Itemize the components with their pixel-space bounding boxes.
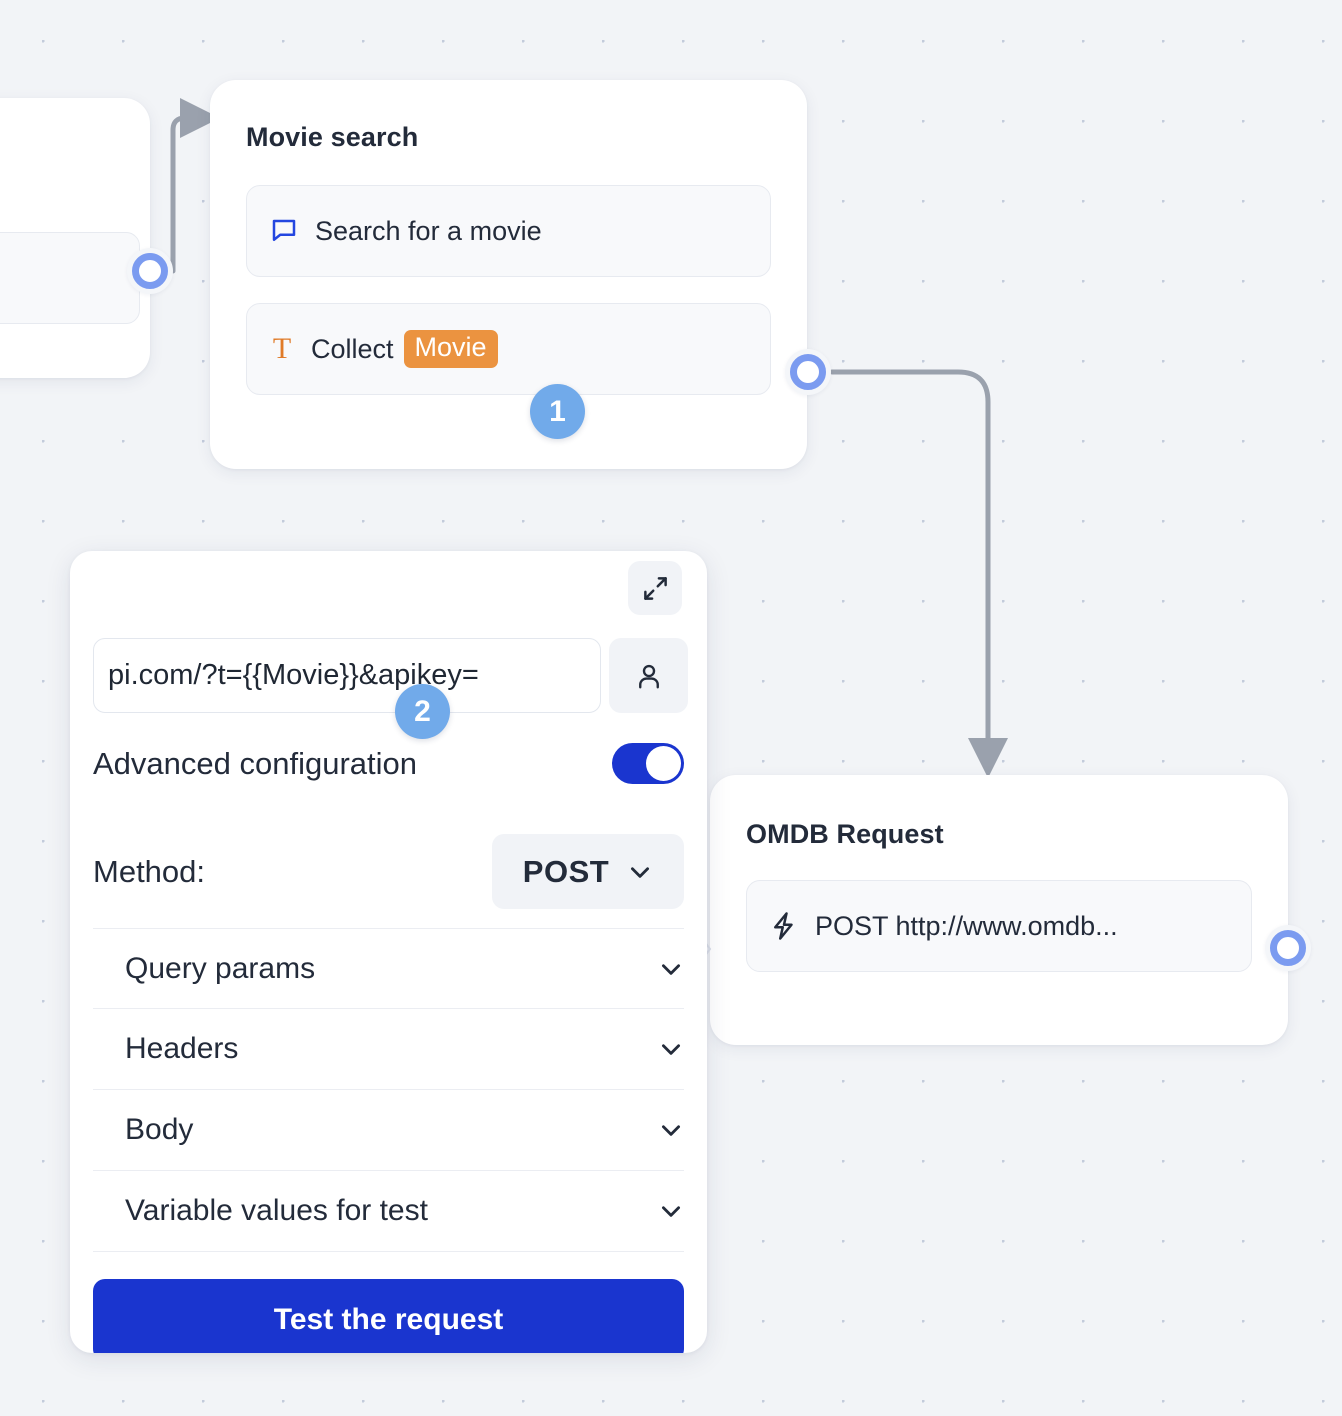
- node-row-label: POST http://www.omdb...: [815, 910, 1118, 941]
- expand-diagonal-icon-button[interactable]: [628, 561, 682, 615]
- lightning-bolt-icon: [769, 911, 799, 941]
- advanced-configuration-row: Advanced configuration: [93, 743, 684, 784]
- variable-chip-movie[interactable]: Movie: [403, 330, 498, 368]
- section-query-params[interactable]: Query params: [93, 928, 684, 1009]
- step-badge-2: 2: [395, 684, 450, 739]
- text-field-icon: T: [272, 332, 292, 365]
- section-headers[interactable]: Headers: [93, 1009, 684, 1090]
- chevron-down-icon[interactable]: [658, 1198, 684, 1224]
- request-config-panel[interactable]: pi.com/?t={{Movie}}&apikey= Advanced con…: [70, 551, 707, 1353]
- chevron-down-icon[interactable]: [658, 1036, 684, 1062]
- node-row-collect-movie[interactable]: T Collect Movie: [246, 303, 771, 395]
- advanced-configuration-toggle[interactable]: [612, 743, 684, 784]
- connection-handle-movie-search-output[interactable]: [785, 349, 831, 395]
- step-badge-1: 1: [530, 384, 585, 439]
- method-label: Method:: [93, 853, 206, 889]
- connection-handle-omdb-output[interactable]: [1265, 925, 1311, 971]
- node-movie-search-title: Movie search: [246, 122, 419, 152]
- chevron-down-icon[interactable]: [658, 1117, 684, 1143]
- node-row-post-request[interactable]: POST http://www.omdb...: [746, 880, 1252, 972]
- method-select[interactable]: POST: [492, 834, 684, 909]
- chevron-down-icon[interactable]: [658, 956, 684, 982]
- node-partial-row[interactable]: [0, 232, 140, 324]
- request-sections-accordion: Query params Headers Body Variable value…: [93, 928, 684, 1252]
- test-the-request-button[interactable]: Test the request: [93, 1279, 684, 1353]
- method-row: Method: POST: [93, 834, 684, 909]
- chevron-down-icon: [631, 866, 650, 878]
- node-movie-search[interactable]: Movie search Search for a movie T Collec…: [210, 80, 807, 469]
- node-omdb-request[interactable]: OMDB Request POST http://www.omdb...: [694, 775, 1288, 1045]
- section-label: Headers: [125, 1032, 239, 1065]
- advanced-configuration-label: Advanced configuration: [93, 745, 418, 781]
- person-icon-button[interactable]: [609, 638, 688, 713]
- message-icon: [269, 216, 299, 246]
- section-label: Body: [125, 1113, 194, 1146]
- node-row-label: Collect Movie: [311, 330, 498, 368]
- collect-label: Collect: [311, 333, 394, 364]
- section-variable-values-for-test[interactable]: Variable values for test: [93, 1171, 684, 1252]
- node-row-search-for-a-movie[interactable]: Search for a movie: [246, 185, 771, 277]
- section-label: Variable values for test: [125, 1194, 428, 1227]
- method-value: POST: [522, 853, 610, 889]
- node-row-label: Search for a movie: [315, 215, 542, 246]
- section-label: Query params: [125, 951, 316, 985]
- node-omdb-title: OMDB Request: [746, 819, 944, 849]
- node-partial-previous[interactable]: [0, 98, 150, 378]
- section-body[interactable]: Body: [93, 1090, 684, 1171]
- connection-handle-previous-output[interactable]: [127, 248, 173, 294]
- request-url-input[interactable]: pi.com/?t={{Movie}}&apikey=: [93, 638, 601, 713]
- url-bar: pi.com/?t={{Movie}}&apikey=: [93, 638, 688, 713]
